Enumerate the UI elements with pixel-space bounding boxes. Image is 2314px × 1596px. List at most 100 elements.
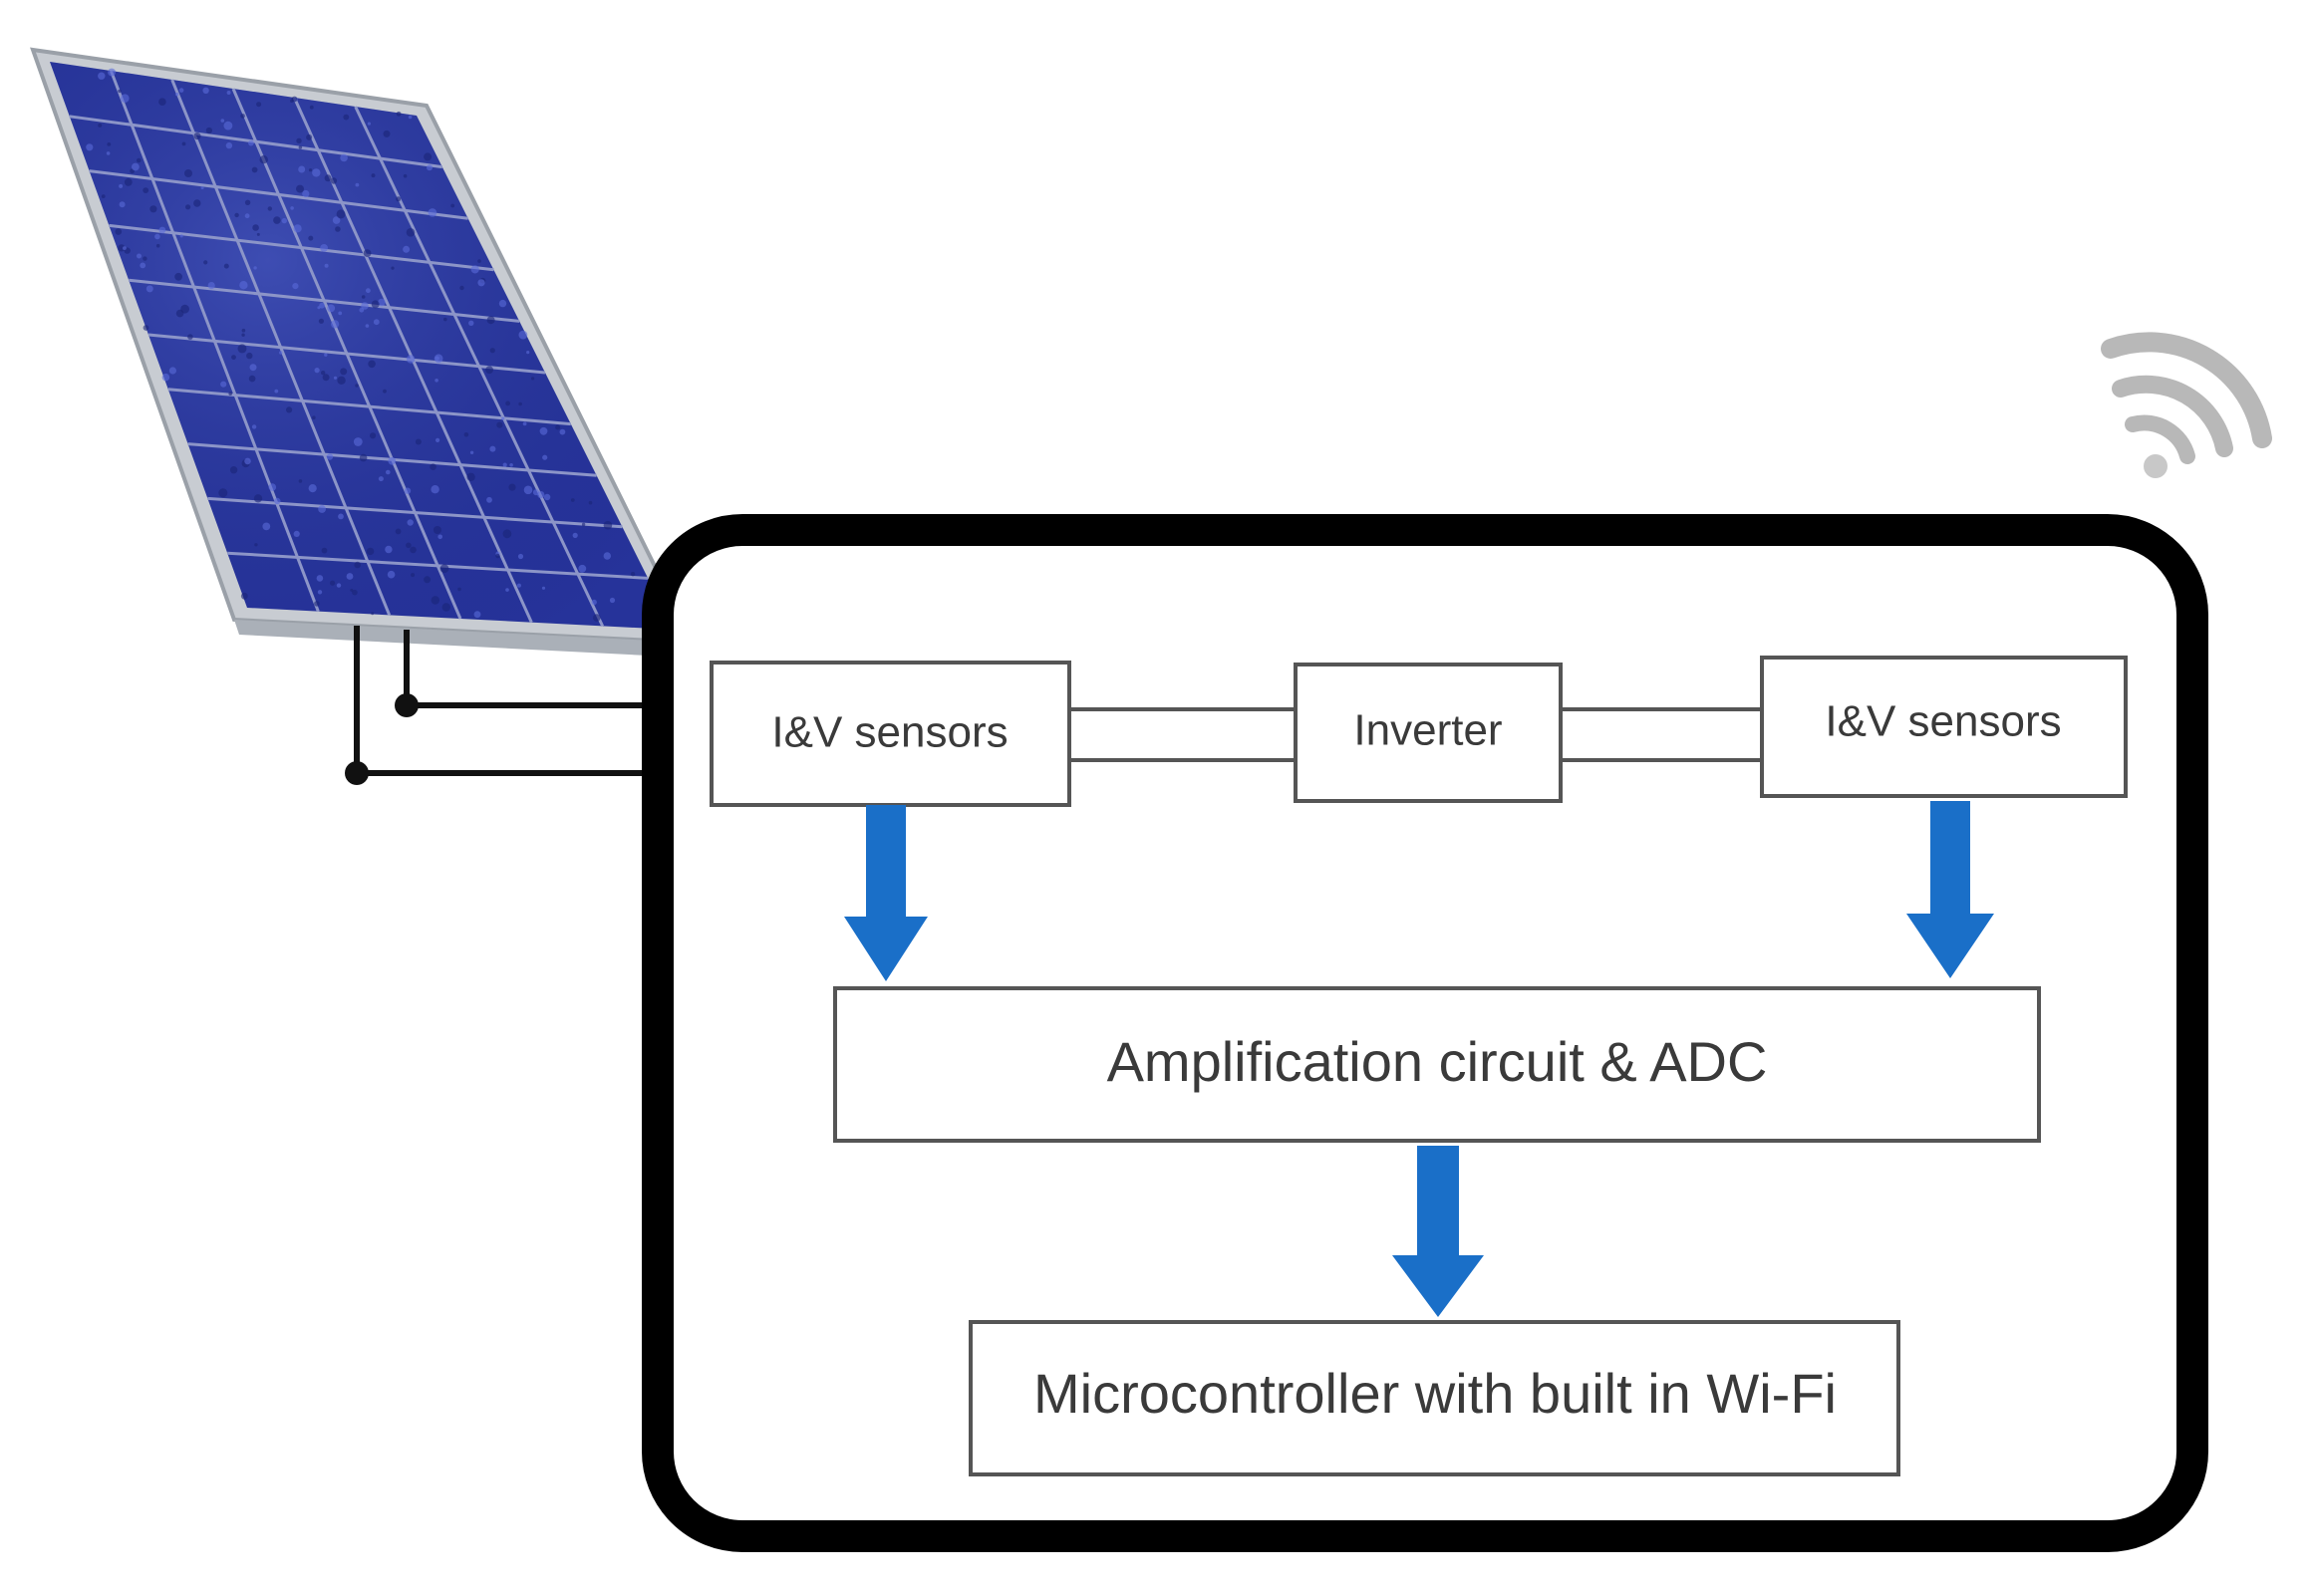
panel-texture-dot (539, 426, 548, 435)
panel-texture-dot (518, 401, 522, 406)
panel-texture-dot (187, 334, 193, 340)
panel-texture-dot (312, 168, 321, 177)
panel-texture-dot (396, 111, 402, 117)
panel-texture-dot (368, 360, 376, 369)
panel-texture-dot (523, 485, 533, 495)
panel-texture-dot (124, 178, 133, 186)
panel-texture-dot (361, 302, 369, 310)
panel-texture-dot (340, 368, 348, 376)
panel-texture-dot (477, 259, 481, 263)
panel-texture-dot (518, 330, 528, 340)
panel-texture-dot (406, 228, 416, 237)
panel-texture-dot (240, 114, 245, 119)
panel-texture-dot (308, 235, 314, 241)
panel-texture-dot (248, 375, 256, 383)
panel-texture-dot (290, 206, 294, 210)
panel-texture-dot (149, 205, 157, 213)
panel-texture-dot (395, 528, 402, 535)
panel-texture-dot (338, 513, 344, 520)
panel-texture-dot (340, 153, 348, 162)
panel-texture-dot (309, 105, 314, 110)
panel-texture-dot (365, 324, 370, 328)
panel-texture-dot (316, 575, 324, 582)
panel-texture-dot (145, 285, 153, 293)
panel-texture-dot (588, 500, 593, 505)
panel-texture-dot (495, 553, 500, 559)
panel-texture-dot (178, 88, 184, 93)
panel-texture-dot (317, 590, 323, 595)
panel-texture-dot (324, 353, 328, 357)
panel-texture-dot (555, 424, 561, 430)
panel-texture-dot (281, 217, 287, 224)
inverter-label: Inverter (1353, 706, 1502, 755)
panel-texture-dot (279, 351, 283, 355)
panel-texture-dot (468, 320, 474, 326)
panel-texture-dot (244, 199, 251, 205)
panel-texture-dot (517, 553, 524, 560)
panel-texture-dot (385, 545, 393, 554)
panel-texture-dot (239, 281, 248, 290)
panel-texture-dot (336, 209, 346, 219)
panel-texture-dot (386, 469, 391, 475)
panel-texture-dot (259, 155, 268, 164)
panel-texture-dot (200, 186, 204, 190)
panel-texture-dot (508, 483, 516, 491)
panel-texture-dot (466, 472, 475, 481)
panel-texture-dot (140, 262, 146, 269)
panel-texture-dot (202, 87, 209, 95)
panel-texture-dot (333, 376, 338, 380)
panel-texture-dot (274, 497, 281, 505)
panel-texture-dot (320, 244, 328, 252)
panel-texture-dot (249, 364, 257, 372)
panel-texture-dot (318, 505, 326, 513)
panel-texture-dot (262, 522, 271, 531)
panel-texture-dot (252, 224, 259, 231)
panel-texture-dot (248, 139, 254, 146)
panel-texture-dot (119, 201, 126, 208)
panel-texture-dot (434, 354, 443, 364)
panel-texture-dot (439, 564, 449, 574)
panel-texture-dot (119, 183, 124, 188)
panel-texture-dot (337, 376, 346, 385)
panel-texture-dot (185, 204, 191, 210)
panel-texture-dot (346, 573, 354, 580)
panel-texture-dot (473, 611, 481, 619)
panel-texture-dot (403, 245, 411, 253)
panel-texture-dot (298, 479, 303, 483)
panel-texture-dot (366, 288, 371, 294)
panel-texture-dot (367, 122, 371, 126)
panel-texture-dot (603, 552, 611, 560)
panel-texture-dot (314, 368, 320, 374)
panel-texture-dot (240, 592, 248, 600)
panel-texture-dot (496, 421, 503, 428)
panel-texture-dot (268, 483, 277, 491)
panel-texture-dot (570, 498, 575, 502)
panel-texture-dot (143, 256, 147, 261)
panel-texture-dot (437, 534, 443, 540)
sensor-right-block: I&V sensors (1760, 656, 2128, 798)
panel-texture-dot (121, 94, 130, 103)
panel-texture-dot (273, 216, 281, 224)
arrow-sensor-left-to-adc (844, 805, 928, 981)
panel-texture-dot (522, 421, 527, 426)
panel-texture-dot (505, 588, 509, 592)
panel-texture-dot (463, 432, 469, 437)
panel-texture-dot (428, 208, 437, 217)
panel-texture-dot (411, 573, 416, 578)
panel-texture-dot (241, 333, 245, 337)
panel-texture-dot (407, 355, 416, 364)
panel-texture-dot (361, 295, 366, 299)
panel-texture-dot (355, 182, 360, 187)
sensor-left-label: I&V sensors (771, 708, 1008, 757)
panel-texture-dot (225, 141, 233, 149)
panel-texture-dot (531, 377, 535, 381)
panel-texture-dot (578, 564, 587, 573)
panel-texture-dot (470, 265, 479, 274)
panel-texture-dot (396, 196, 402, 202)
panel-texture-dot (359, 453, 368, 462)
panel-texture-dot (410, 546, 417, 554)
sensor-left-block: I&V sensors (710, 661, 1071, 807)
panel-texture-dot (143, 325, 149, 331)
panel-texture-dot (363, 249, 372, 257)
